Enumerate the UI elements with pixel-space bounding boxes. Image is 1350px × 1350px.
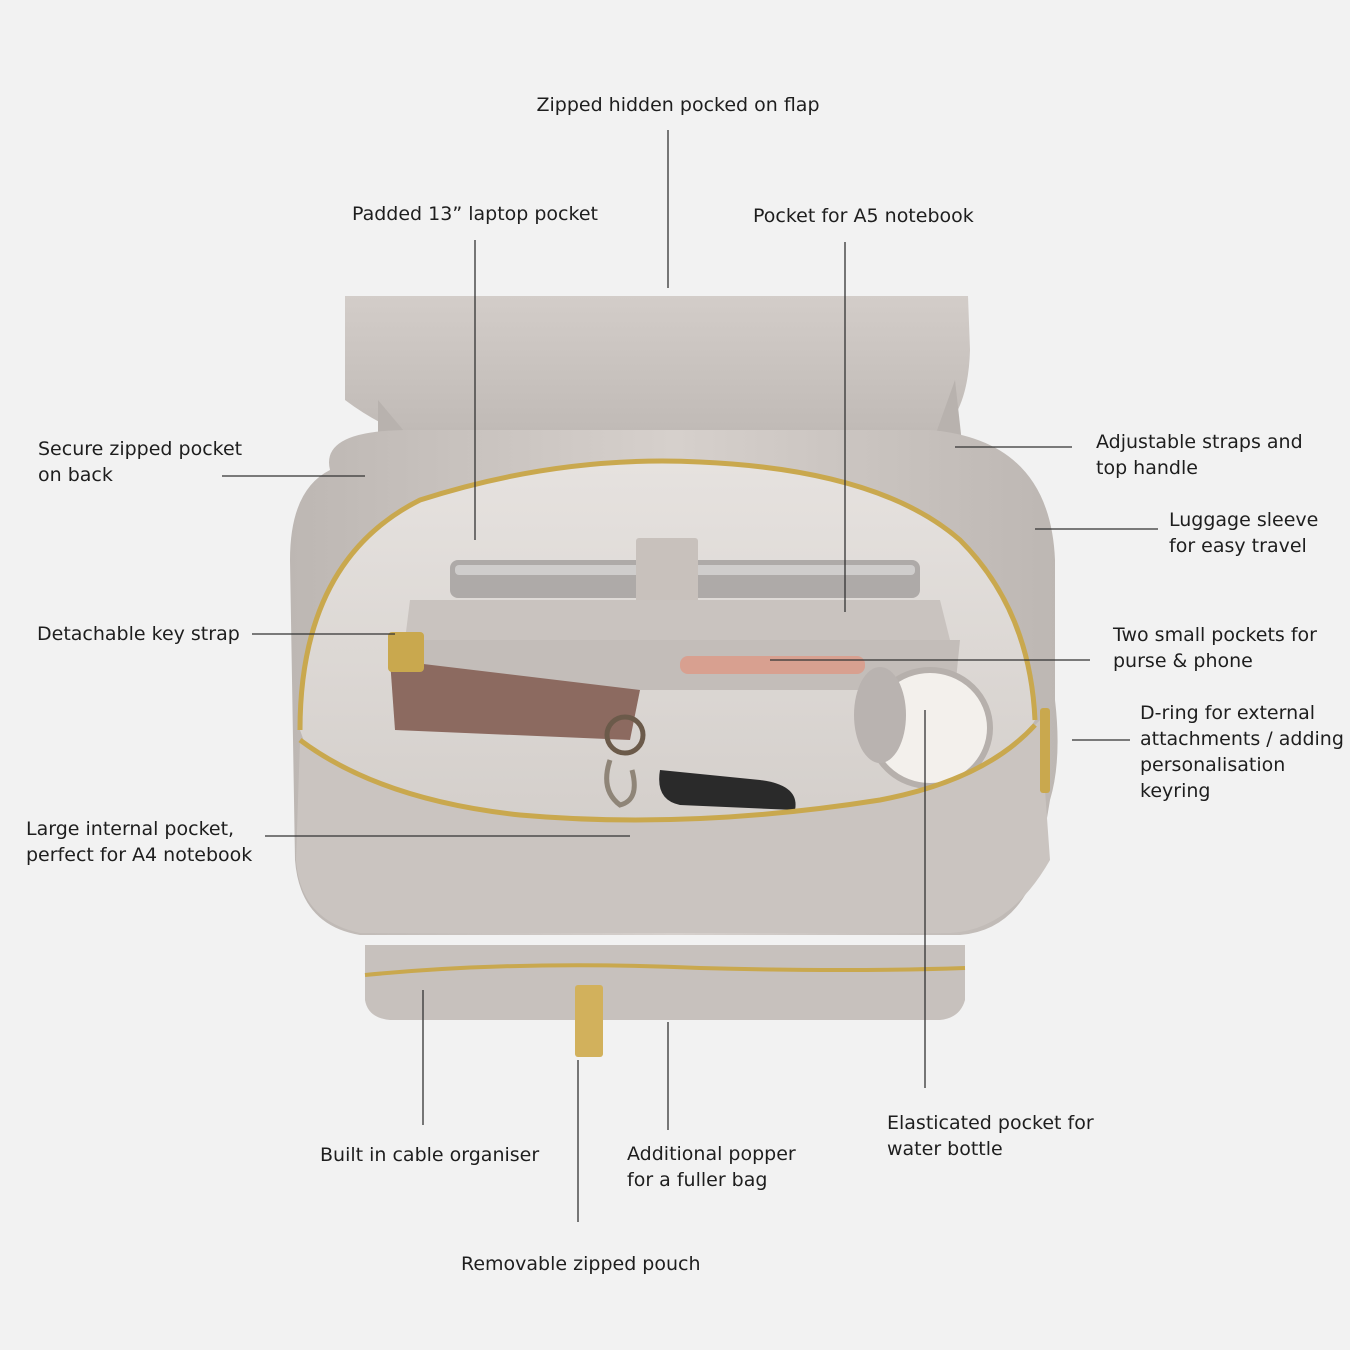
callout-a5: Pocket for A5 notebook: [753, 203, 974, 229]
callout-line: Secure zipped pocket: [38, 438, 243, 460]
callout-line: attachments / adding: [1140, 728, 1344, 750]
d-ring-zip-pull: [1040, 708, 1050, 793]
callout-key-strap: Detachable key strap: [37, 621, 240, 647]
callout-line: for a fuller bag: [627, 1169, 768, 1191]
callout-laptop: Padded 13” laptop pocket: [352, 201, 598, 227]
lower-zipper: [298, 723, 1037, 823]
callout-pouch: Removable zipped pouch: [461, 1251, 701, 1277]
callout-line: Large internal pocket,: [26, 818, 235, 840]
callout-secure-back: Secure zipped pocket on back: [38, 436, 242, 488]
callout-line: D-ring for external: [1140, 702, 1316, 724]
callout-zipped-flap: Zipped hidden pocked on flap: [478, 92, 878, 118]
callout-line: Padded 13” laptop pocket: [352, 203, 598, 225]
key-pocket: [390, 660, 640, 740]
callout-large-pocket: Large internal pocket, perfect for A4 not…: [26, 816, 252, 868]
callout-line: on back: [38, 464, 113, 486]
callout-popper: Additional popper for a fuller bag: [627, 1141, 796, 1193]
callout-line: Elasticated pocket for: [887, 1112, 1094, 1134]
callout-line: top handle: [1096, 457, 1198, 479]
callout-line: personalisation: [1140, 754, 1286, 776]
main-zipper: [297, 458, 1038, 731]
callout-straps: Adjustable straps and top handle: [1096, 429, 1303, 481]
callout-line: Two small pockets for: [1113, 624, 1317, 646]
callout-d-ring: D-ring for external attachments / adding p…: [1140, 700, 1344, 804]
pouch-zip: [364, 963, 966, 977]
callout-line: purse & phone: [1113, 650, 1253, 672]
callout-line: keyring: [1140, 780, 1211, 802]
callout-small-pockets: Two small pockets for purse & phone: [1113, 622, 1317, 674]
callout-line: Luggage sleeve: [1169, 509, 1319, 531]
bag-flap: [345, 296, 970, 440]
removable-pouch: [365, 945, 965, 1020]
callout-line: Pocket for A5 notebook: [753, 205, 974, 227]
callout-line: Adjustable straps and: [1096, 431, 1303, 453]
callout-bottle: Elasticated pocket for water bottle: [887, 1110, 1094, 1162]
callout-line: Zipped hidden pocked on flap: [536, 94, 820, 116]
callout-cable: Built in cable organiser: [320, 1142, 539, 1168]
callout-line: Removable zipped pouch: [461, 1253, 701, 1275]
pouch-zip-pull: [575, 985, 603, 1057]
callout-line: perfect for A4 notebook: [26, 844, 253, 866]
callout-luggage: Luggage sleeve for easy travel: [1169, 507, 1318, 559]
lower-lip: [296, 720, 1050, 933]
a5-pocket: [405, 600, 950, 640]
callout-line: Additional popper: [627, 1143, 796, 1165]
callout-line: Detachable key strap: [37, 623, 240, 645]
keys: [604, 714, 796, 810]
callout-line: Built in cable organiser: [320, 1144, 540, 1166]
callout-line: water bottle: [887, 1138, 1003, 1160]
callout-line: for easy travel: [1169, 535, 1307, 557]
